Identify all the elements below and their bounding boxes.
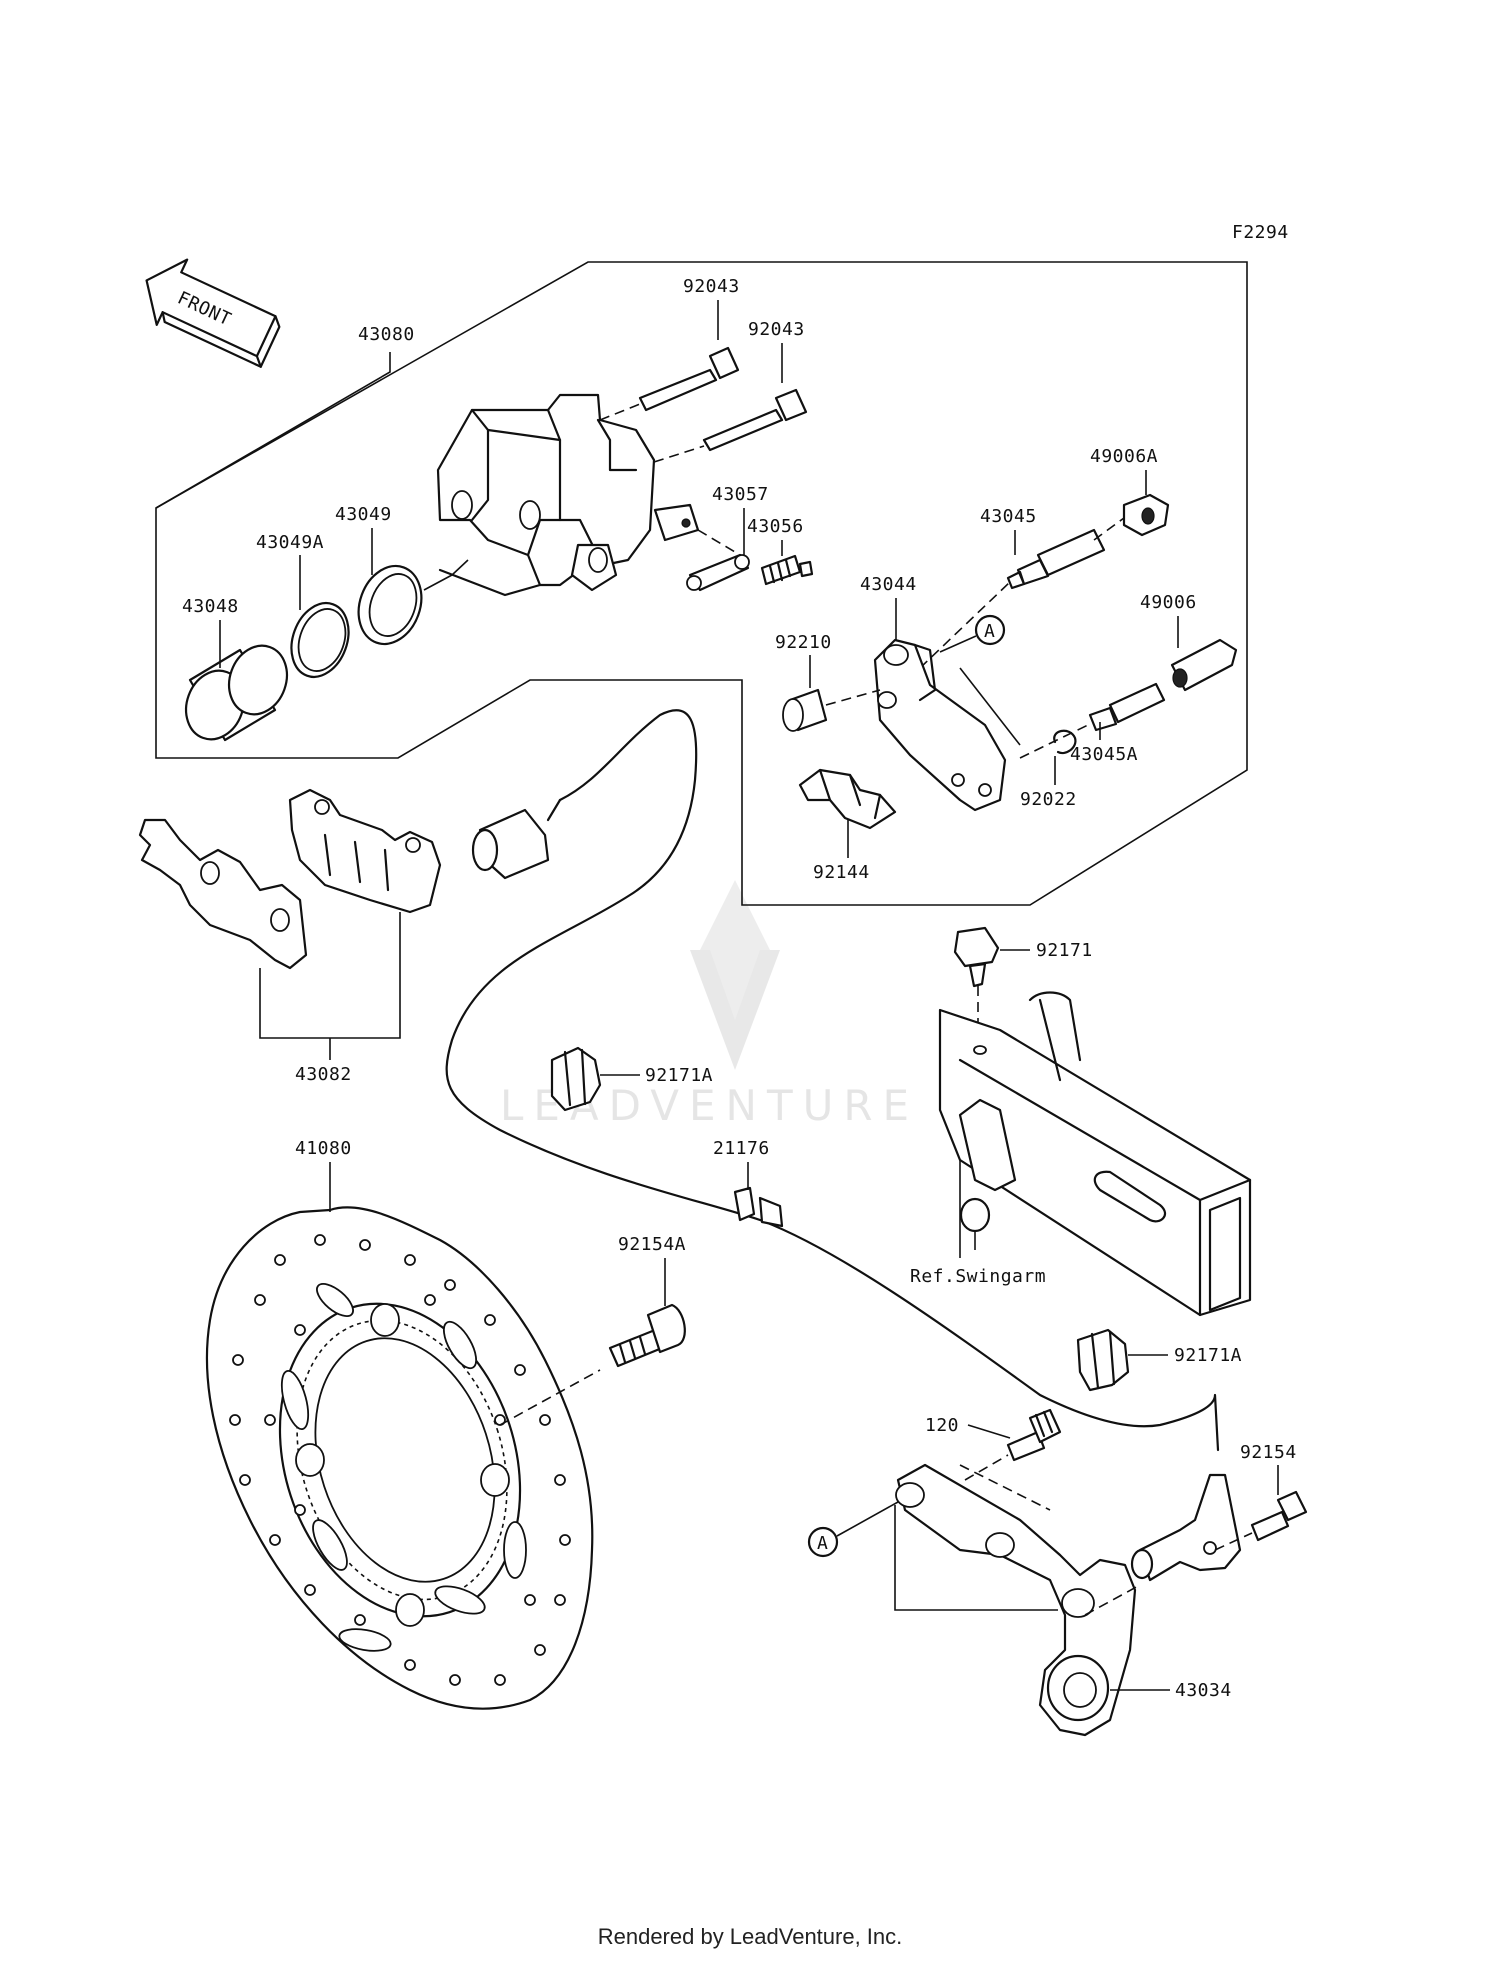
bleed-valve-43056 xyxy=(760,554,814,586)
swingarm-section xyxy=(938,991,1252,1317)
label-43049: 43049 xyxy=(335,504,392,525)
piston-43048 xyxy=(184,644,289,742)
label-92154: 92154 xyxy=(1240,1442,1297,1463)
seal-43049A xyxy=(290,602,350,678)
boot-49006A xyxy=(1122,493,1170,537)
seal-43049 xyxy=(357,564,423,646)
bracket-43034-leader xyxy=(894,1505,1058,1611)
spring-92144 xyxy=(798,768,897,830)
front-direction-arrow: FRONT xyxy=(145,258,281,368)
disc-bolt-axis xyxy=(499,1369,601,1426)
render-credit-footer: Rendered by LeadVenture, Inc. xyxy=(597,1924,903,1949)
svg-text:A: A xyxy=(984,621,995,642)
pin-43045A xyxy=(1088,682,1166,732)
pin-43045-leader xyxy=(1093,517,1125,541)
piston-leader xyxy=(423,559,469,591)
label-92171A-lower: 92171A xyxy=(1174,1345,1242,1366)
label-43082: 43082 xyxy=(295,1064,352,1085)
bolt-92154-axis xyxy=(1214,1532,1253,1551)
pin-92043-lower xyxy=(653,388,808,463)
caliper-body xyxy=(436,393,700,597)
brake-disc-41080 xyxy=(205,1206,594,1710)
label-92171: 92171 xyxy=(1036,940,1093,961)
label-43045A: 43045A xyxy=(1070,744,1138,765)
bolt-92154 xyxy=(1250,1490,1308,1542)
bracket-43044 xyxy=(873,638,1007,812)
sensor-axis xyxy=(1084,1584,1141,1616)
label-43034: 43034 xyxy=(1175,1680,1232,1701)
svg-text:A: A xyxy=(817,1533,828,1554)
label-49006A: 49006A xyxy=(1090,446,1158,467)
clip-92022 xyxy=(1053,729,1077,755)
label-92043-lower: 92043 xyxy=(748,319,805,340)
bolt-120-axis xyxy=(964,1454,1009,1481)
pin-43045-axis xyxy=(919,581,1011,669)
clamp-92171A-upper xyxy=(550,1046,602,1112)
callout-a-bottom: A xyxy=(807,1501,899,1558)
cap-43057 xyxy=(686,553,750,592)
label-21176: 21176 xyxy=(713,1138,770,1159)
bracket-guide-line xyxy=(959,667,1021,746)
label-43044: 43044 xyxy=(860,574,917,595)
label-92154A: 92154A xyxy=(618,1234,686,1255)
pin-43045 xyxy=(1006,528,1106,590)
label-43057: 43057 xyxy=(712,484,769,505)
pad-bracket-lines xyxy=(259,912,401,1060)
label-43080: 43080 xyxy=(358,324,415,345)
bolt-120 xyxy=(1006,1408,1062,1462)
clamp-92171A-lower xyxy=(1076,1328,1130,1392)
brake-pad-43082-right xyxy=(288,788,442,914)
label-43049A: 43049A xyxy=(256,532,324,553)
abs-sensor-wire-21176 xyxy=(445,709,1220,1452)
bracket-43034-axis xyxy=(959,1464,1051,1511)
label-92171A-upper: 92171A xyxy=(645,1065,713,1086)
label-120: 120 xyxy=(925,1415,959,1436)
label-92022: 92022 xyxy=(1020,789,1077,810)
bleed-leader xyxy=(697,529,741,556)
bracket-43034 xyxy=(895,1463,1137,1737)
abs-sensor-connector xyxy=(471,798,562,880)
clip-92171 xyxy=(953,926,1000,988)
sleeve-92210 xyxy=(782,688,828,732)
boot-49006 xyxy=(1170,638,1238,692)
abs-sensor-body xyxy=(1130,1473,1242,1582)
label-41080: 41080 xyxy=(295,1138,352,1159)
label-43045: 43045 xyxy=(980,506,1037,527)
label-49006: 49006 xyxy=(1140,592,1197,613)
pin-92043-upper xyxy=(599,346,740,421)
label-43048: 43048 xyxy=(182,596,239,617)
label-92144: 92144 xyxy=(813,862,870,883)
caliper-assembly-outline xyxy=(155,261,1248,906)
sleeve-leader xyxy=(825,689,881,706)
callout-a-top: A xyxy=(939,614,1006,653)
brake-pad-43082-left xyxy=(138,818,308,970)
label-92210: 92210 xyxy=(775,632,832,653)
label-leaders xyxy=(155,300,1279,1691)
label-92043-upper: 92043 xyxy=(683,276,740,297)
ref-swingarm-label: Ref.Swingarm xyxy=(910,1266,1046,1287)
label-43056: 43056 xyxy=(747,516,804,537)
bolt-92154A xyxy=(608,1303,686,1368)
figure-code: F2294 xyxy=(1232,222,1289,243)
